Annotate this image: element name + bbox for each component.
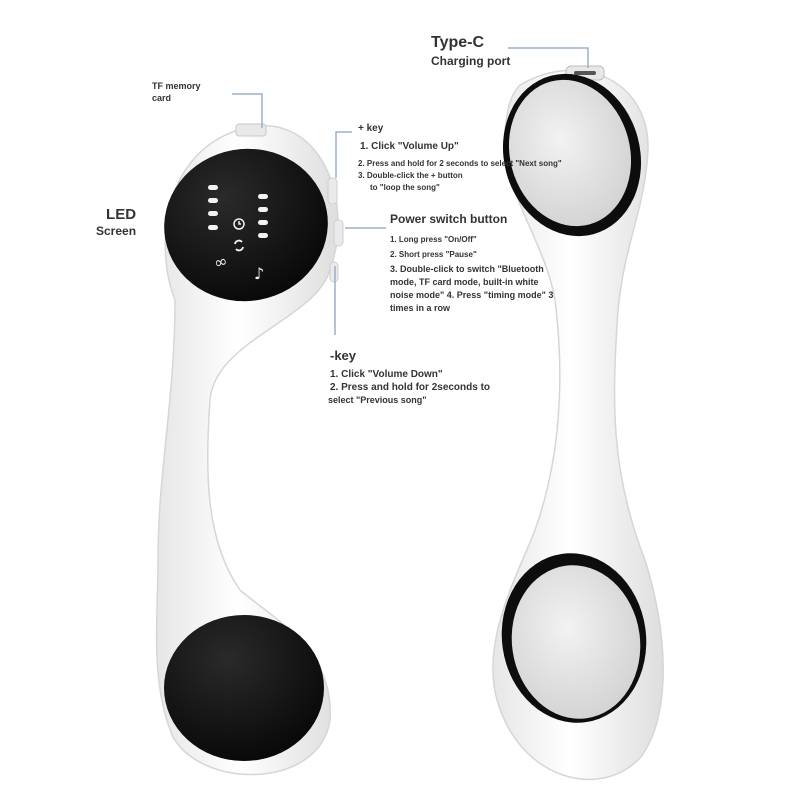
tf-card-slot[interactable] xyxy=(235,123,267,137)
right-bottom-pad xyxy=(511,565,641,719)
leader-lines xyxy=(232,47,589,335)
alarm-icon xyxy=(233,218,245,230)
power-switch-line: 2. Short press "Pause" xyxy=(390,250,477,259)
plus-key-line: to "loop the song" xyxy=(370,183,440,192)
right-top-pad xyxy=(508,79,632,227)
minus-key-line: 1. Click "Volume Down" xyxy=(330,369,443,380)
power-switch-line: 1. Long press "On/Off" xyxy=(390,235,477,244)
plus-key-line: 3. Double-click the + button xyxy=(358,171,463,180)
charging-port-label: Charging port xyxy=(431,54,511,68)
minus-key-button[interactable] xyxy=(329,261,339,283)
led-label-line: LED xyxy=(106,206,137,223)
infinity-icon: ∞ xyxy=(212,251,230,273)
tf-card-label-line: TF memory xyxy=(152,81,201,91)
music-note-icon: ♪ xyxy=(254,264,264,283)
plus-key-button[interactable] xyxy=(327,177,338,205)
led-indicator-dots xyxy=(208,185,268,238)
power-switch-button[interactable] xyxy=(333,219,344,247)
power-switch-line: mode, TF card mode, built-in white xyxy=(390,277,539,287)
power-switch-line: times in a row xyxy=(390,303,451,313)
led-label-line: Screen xyxy=(96,224,137,238)
plus-key-line: 1. Click "Volume Up" xyxy=(360,141,459,152)
type-c-label: Type-C xyxy=(431,34,485,51)
minus-key-line: 2. Press and hold for 2seconds to xyxy=(330,382,491,393)
minus-key-line: select "Previous song" xyxy=(328,395,427,405)
plus-key-title: + key xyxy=(358,123,384,134)
tf-card-label-line: card xyxy=(152,93,172,103)
left-bottom-pad xyxy=(164,615,324,761)
repeat-icon xyxy=(234,239,244,252)
power-switch-line: noise mode" 4. Press "timing mode" 3 xyxy=(390,290,554,300)
led-screen xyxy=(164,148,328,302)
power-switch-line: 3. Double-click to switch "Bluetooth xyxy=(390,264,544,274)
led-screen-label: LED Screen xyxy=(96,206,137,238)
left-device: ∞ ♪ xyxy=(155,123,344,776)
power-switch-title: Power switch button xyxy=(390,212,508,226)
tf-card-label: TF memory card xyxy=(152,80,201,104)
minus-key-title: -key xyxy=(330,348,357,363)
plus-key-line: 2. Press and hold for 2 seconds to selec… xyxy=(358,159,562,168)
right-device xyxy=(492,65,664,781)
